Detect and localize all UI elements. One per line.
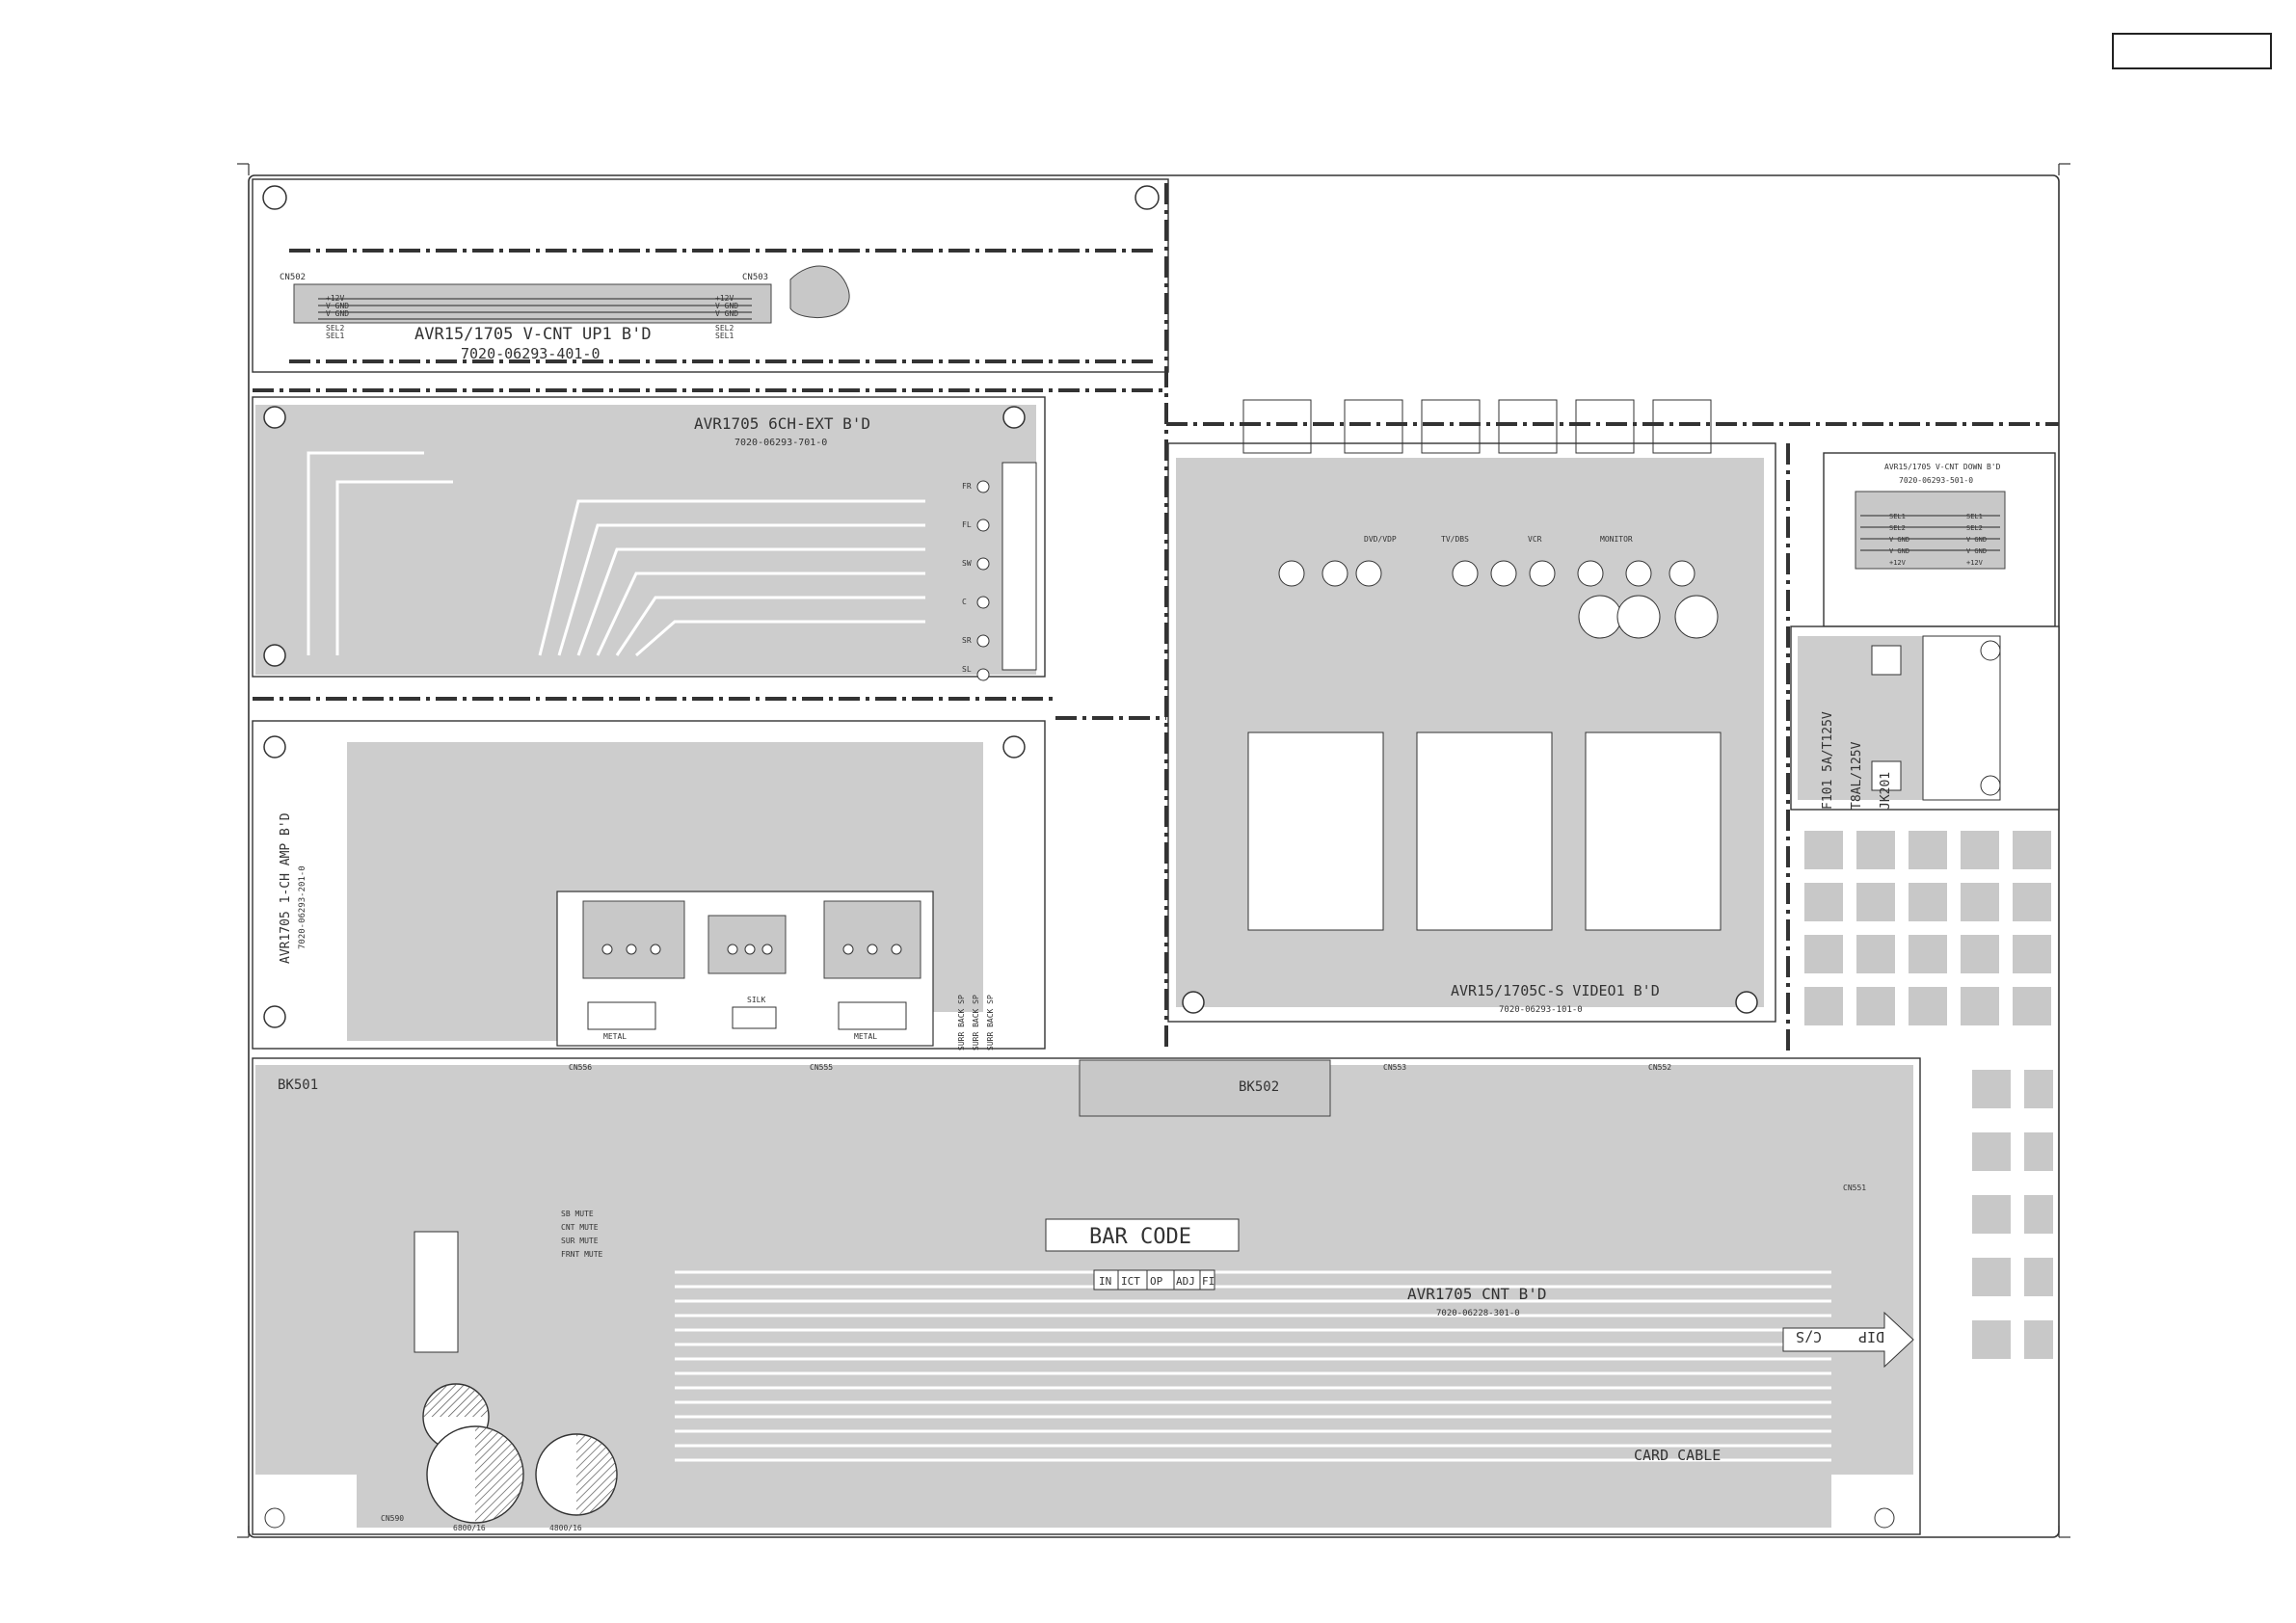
up1-pin-right-2: V GND bbox=[715, 309, 738, 318]
amp-output-2: SURR BACK SP bbox=[986, 995, 995, 1051]
cs-label: C/S bbox=[1796, 1328, 1822, 1345]
ext-ch-sr: SR bbox=[962, 636, 972, 645]
up1-pin-labels-left: +12V V GND V GND SEL2 SEL1 bbox=[326, 294, 349, 340]
board-part-cnt: 7020-06228-301-0 bbox=[1436, 1309, 1520, 1318]
down-pins-right: SEL1 SEL2 V GND V GND +12V bbox=[1966, 513, 1987, 567]
up1-pin-right-4: SEL1 bbox=[715, 332, 734, 340]
board-power bbox=[1790, 625, 2060, 811]
ext-ch-fl: FL bbox=[962, 520, 972, 529]
board-vcnt-down bbox=[1823, 452, 2056, 627]
cn552-label: CN552 bbox=[1648, 1063, 1671, 1072]
video-jack-monitor: MONITOR bbox=[1600, 535, 1633, 544]
ext-ch-c: C bbox=[962, 598, 967, 606]
bar-code-cells: IN ICT OP ADJ FI bbox=[1099, 1275, 1215, 1288]
cn555-label: CN555 bbox=[810, 1063, 833, 1072]
silk-label: SILK bbox=[747, 996, 765, 1004]
test-pad-grid-upper bbox=[1804, 831, 2051, 1025]
bar-code-cell-ict: ICT bbox=[1121, 1275, 1140, 1288]
board-title-vcnt-down: AVR15/1705 V-CNT DOWN B'D bbox=[1884, 463, 2001, 471]
cn556-label: CN556 bbox=[569, 1063, 592, 1072]
board-cnt bbox=[252, 1057, 1921, 1535]
up1-pin-labels-right: +12V V GND V GND SEL2 SEL1 bbox=[715, 294, 738, 340]
down-right-1: SEL2 bbox=[1966, 524, 1983, 532]
down-left-1: SEL2 bbox=[1889, 524, 1906, 532]
cn502-label: CN502 bbox=[280, 273, 306, 282]
bar-code-cell-adj: ADJ bbox=[1176, 1275, 1195, 1288]
board-part-6ch-ext: 7020-06293-701-0 bbox=[734, 438, 827, 448]
vcnt-up1-dashes bbox=[289, 249, 1157, 363]
page-number-box bbox=[2112, 33, 2272, 69]
board-title-1ch-amp: AVR1705 1-CH AMP B'D bbox=[279, 812, 293, 964]
cn551-label: CN551 bbox=[1843, 1184, 1866, 1192]
board-part-vcnt-down: 7020-06293-501-0 bbox=[1899, 476, 1973, 485]
c281-label: 4800/16 bbox=[549, 1524, 582, 1532]
down-right-2: V GND bbox=[1966, 536, 1987, 544]
amp-output-0: SURR BACK SP bbox=[957, 995, 966, 1051]
c280-label: 6800/16 bbox=[453, 1524, 486, 1532]
power-jack-label: JK201 bbox=[1879, 772, 1893, 810]
bk502-label: BK502 bbox=[1239, 1079, 1279, 1095]
board-1ch-amp bbox=[252, 720, 1046, 1050]
up1-pin-left-0: +12V bbox=[326, 294, 344, 303]
up1-pin-right-1: V GND bbox=[715, 302, 738, 310]
ext-ch-sl: SL bbox=[962, 665, 972, 674]
bar-code-cell-fi: FI bbox=[1202, 1275, 1215, 1288]
bar-code-cell-op: OP bbox=[1150, 1275, 1163, 1288]
board-6ch-ext bbox=[252, 396, 1046, 681]
test-pad-grid-lower bbox=[1972, 1070, 2053, 1359]
up1-pin-left-2: V GND bbox=[326, 309, 349, 318]
cn590-label: CN590 bbox=[381, 1514, 404, 1523]
down-left-2: V GND bbox=[1889, 536, 1909, 544]
down-left-0: SEL1 bbox=[1889, 513, 1906, 520]
power-fuse-label: F101 5A/T125V bbox=[1821, 711, 1835, 810]
board-title-cnt: AVR1705 CNT B'D bbox=[1407, 1285, 1547, 1303]
bk501-label: BK501 bbox=[278, 1078, 318, 1093]
up1-pin-right-0: +12V bbox=[715, 294, 734, 303]
panel-break-lines bbox=[253, 183, 2059, 1051]
up1-pin-right-3: SEL2 bbox=[715, 324, 734, 333]
mute-sur: SUR MUTE bbox=[561, 1237, 599, 1245]
down-right-4: +12V bbox=[1966, 559, 1984, 567]
mute-frnt: FRNT MUTE bbox=[561, 1250, 603, 1259]
metal-label-right: METAL bbox=[854, 1032, 877, 1041]
board-vcnt-up1 bbox=[252, 178, 1169, 373]
board-title-6ch-ext: AVR1705 6CH-EXT B'D bbox=[694, 414, 870, 433]
ext-ch-sw: SW bbox=[962, 559, 972, 568]
down-left-3: V GND bbox=[1889, 547, 1909, 555]
board-part-video1: 7020-06293-101-0 bbox=[1499, 1005, 1583, 1015]
card-cable-label: CARD CABLE bbox=[1634, 1447, 1721, 1464]
dip-label: DIP bbox=[1858, 1328, 1884, 1345]
video-jack-tv: TV/DBS bbox=[1441, 535, 1469, 544]
panel-outline bbox=[248, 174, 2060, 1538]
board-title-video1: AVR15/1705C-S VIDEO1 B'D bbox=[1451, 982, 1660, 999]
mute-sb: SB MUTE bbox=[561, 1210, 594, 1218]
video-jack-dvd: DVD/VDP bbox=[1364, 535, 1397, 544]
up1-pin-left-4: SEL1 bbox=[326, 332, 344, 340]
board-part-1ch-amp: 7020-06293-201-0 bbox=[298, 865, 307, 949]
power-rating-label: T8AL/125V bbox=[1850, 741, 1864, 810]
amp-output-labels: SURR BACK SP SURR BACK SP SURR BACK SP bbox=[957, 995, 995, 1051]
board-part-vcnt-up1: 7020-06293-401-0 bbox=[461, 345, 601, 362]
down-right-0: SEL1 bbox=[1966, 513, 1983, 520]
up1-pin-left-1: V GND bbox=[326, 302, 349, 310]
board-title-vcnt-up1: AVR15/1705 V-CNT UP1 B'D bbox=[414, 325, 652, 344]
amp-output-1: SURR BACK SP bbox=[972, 995, 980, 1051]
cn503-label: CN503 bbox=[742, 273, 768, 282]
up1-pin-left-3: SEL2 bbox=[326, 324, 344, 333]
metal-label-left: METAL bbox=[603, 1032, 627, 1041]
down-left-4: +12V bbox=[1889, 559, 1907, 567]
down-pins-left: SEL1 SEL2 V GND V GND +12V bbox=[1889, 513, 1909, 567]
bar-code-label: BAR CODE bbox=[1089, 1225, 1191, 1249]
bar-code-cell-in: IN bbox=[1099, 1275, 1111, 1288]
cn553-label: CN553 bbox=[1383, 1063, 1406, 1072]
video-jack-vcr: VCR bbox=[1528, 535, 1542, 544]
ext-channel-labels: FR FL SW C SR SL bbox=[962, 482, 972, 674]
board-video1 bbox=[1167, 399, 1776, 1023]
mute-labels: SB MUTE CNT MUTE SUR MUTE FRNT MUTE bbox=[561, 1210, 603, 1259]
video-jack-labels: DVD/VDP TV/DBS VCR MONITOR bbox=[1364, 535, 1633, 544]
mute-cnt: CNT MUTE bbox=[561, 1223, 599, 1232]
ext-ch-fr: FR bbox=[962, 482, 972, 491]
down-right-3: V GND bbox=[1966, 547, 1987, 555]
